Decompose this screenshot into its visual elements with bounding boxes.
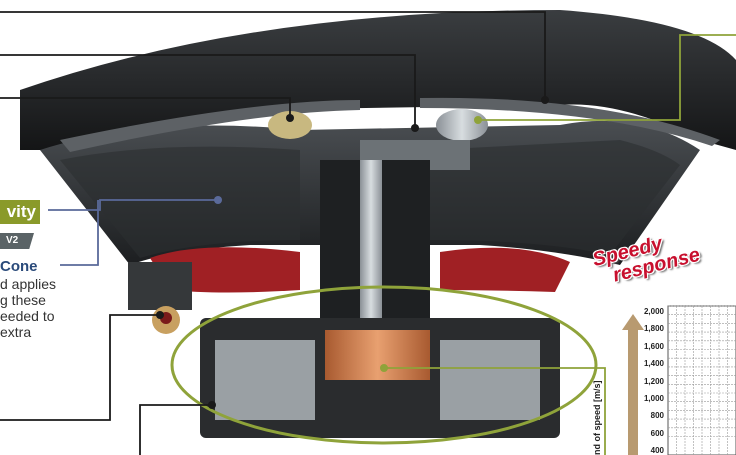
gravity-badge: vity xyxy=(0,200,40,224)
leader-line-terminal xyxy=(0,314,160,421)
magnet-highlight-ellipse xyxy=(170,285,598,445)
leader-line-low xyxy=(0,97,291,118)
terminal-block xyxy=(128,262,192,310)
description-line: g these xyxy=(0,292,46,308)
tweeter-left xyxy=(268,111,312,139)
cone-label: Cone xyxy=(0,258,38,275)
description-line: extra xyxy=(0,324,32,340)
description-line: d applies xyxy=(0,276,57,292)
chart-y-tick-label: 1,600 xyxy=(643,341,664,351)
leader-line-gravity xyxy=(48,199,218,211)
speed-arrow-shaft xyxy=(628,330,638,455)
spider-right xyxy=(440,247,570,292)
chart-y-tick-label: 1,200 xyxy=(643,376,664,386)
leader-line-right xyxy=(478,34,736,121)
chart-y-tick-label: 600 xyxy=(650,428,664,438)
voice-coil xyxy=(325,330,430,380)
description-text: d applies g these eeded to extra xyxy=(0,276,56,340)
chart-y-axis-label: nd of speed [m/s] xyxy=(592,380,602,455)
leader-line-cone xyxy=(60,200,99,266)
chart-y-tick-label: 2,000 xyxy=(643,307,664,316)
description-line: eeded to xyxy=(0,308,55,324)
chart-y-tick-label: 1,800 xyxy=(643,324,664,334)
chart-y-tick-label: 1,000 xyxy=(643,394,664,403)
speed-chart-grid xyxy=(667,305,736,455)
speed-arrow-head xyxy=(622,314,644,330)
leader-line-top xyxy=(0,11,546,100)
chart-y-tick-label: 400 xyxy=(650,446,664,455)
chart-y-tick-label: 1,400 xyxy=(643,359,664,369)
leader-line-magnet xyxy=(139,404,212,455)
leader-line-mid xyxy=(0,54,416,128)
leader-line-coil xyxy=(384,367,606,455)
version-tag: V2 xyxy=(0,233,34,249)
tweeter-right xyxy=(436,109,488,141)
chart-y-tick-label: 800 xyxy=(650,411,664,421)
